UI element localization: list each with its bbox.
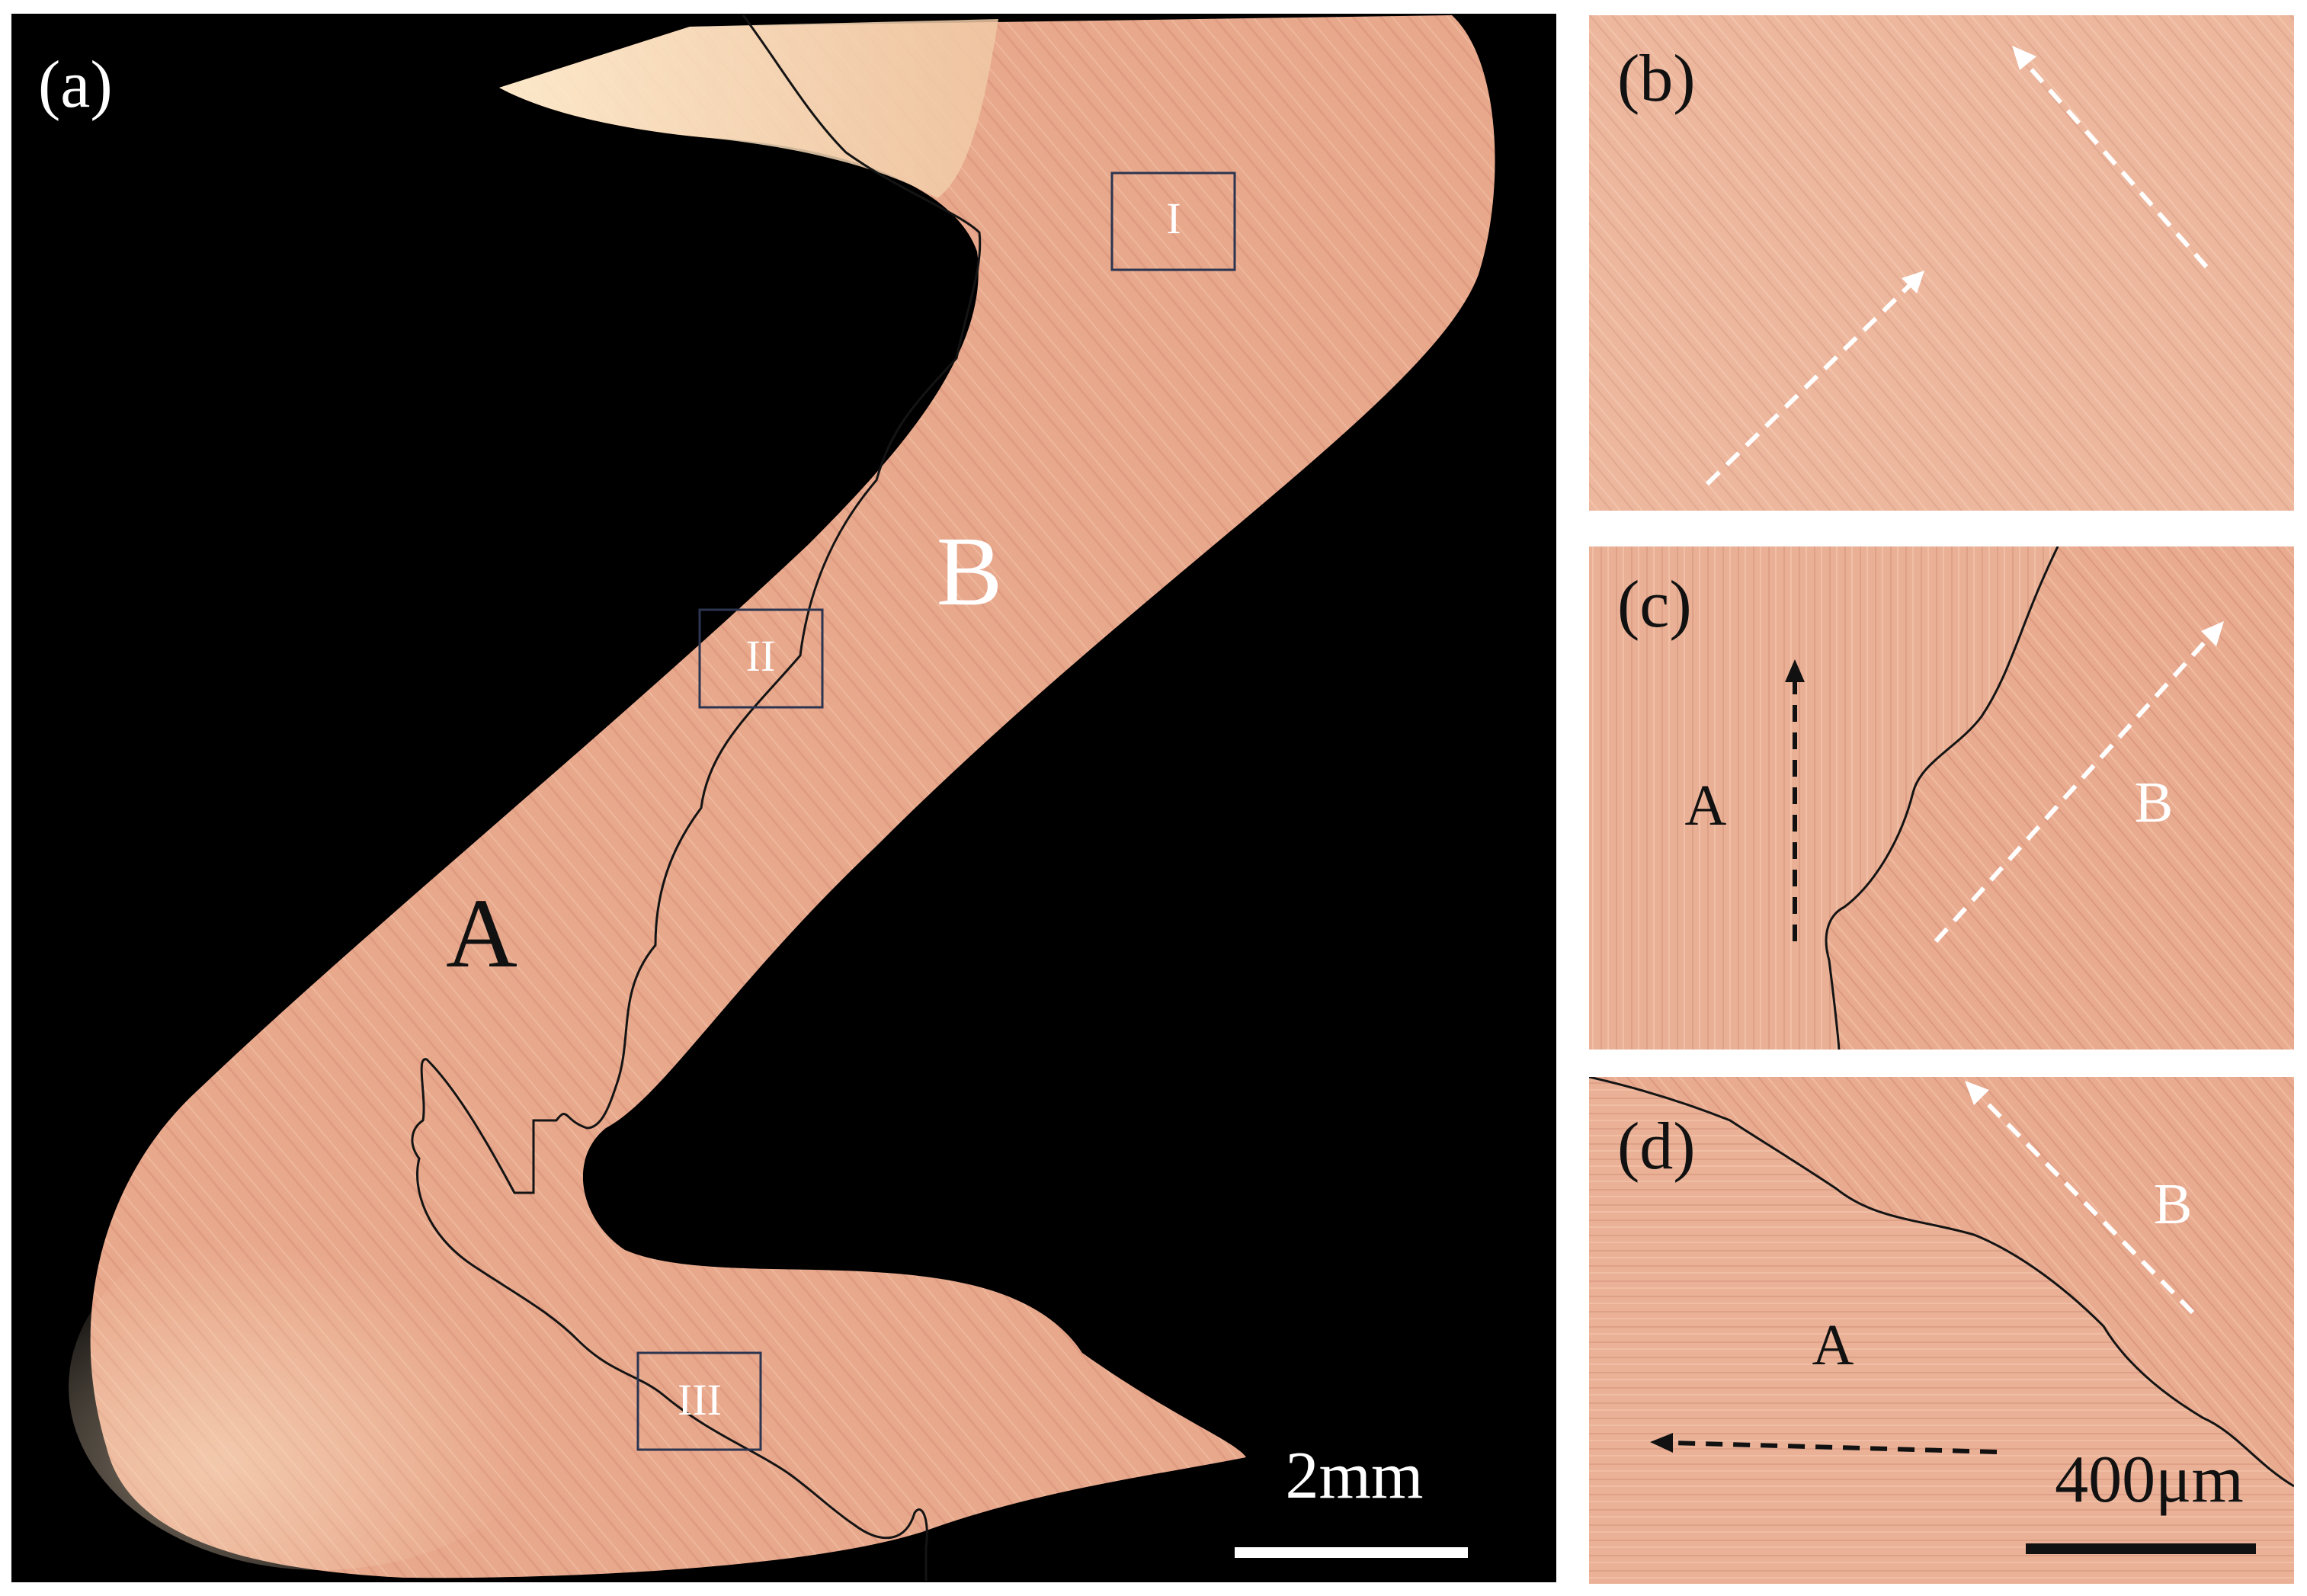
arrow-c-up-right	[1934, 621, 2224, 944]
scale-label-400um: 400μm	[2055, 1443, 2244, 1517]
panel-d-tag: (d)	[1617, 1110, 1696, 1184]
region-box-1-label: I	[1166, 194, 1181, 243]
region-label-a: A	[446, 879, 517, 989]
scale-label-2mm: 2mm	[1286, 1439, 1424, 1513]
grain-boundary-line	[411, 14, 982, 1581]
panel-c-region-a: A	[1685, 774, 1727, 838]
panel-d-region-a: A	[1812, 1313, 1854, 1377]
arrow-b-up-right	[1705, 271, 1924, 486]
arrow-b-up-left	[2012, 46, 2209, 268]
region-box-1	[1110, 171, 1236, 271]
arrow-d-left	[1650, 1433, 1998, 1454]
region-box-3	[636, 1351, 762, 1451]
scale-bar-2mm	[1235, 1547, 1468, 1558]
scale-bar-400um	[2026, 1543, 2256, 1554]
panel-b-background	[1589, 15, 2294, 511]
panel-c-tag: (c)	[1617, 568, 1692, 642]
panel-c: (c) A B	[1589, 546, 2294, 1050]
panel-c-region-b: B	[2135, 771, 2174, 835]
arrow-c-up	[1785, 659, 1805, 941]
panel-d: (d) A B 400μm	[1589, 1077, 2294, 1584]
panel-b-tag: (b)	[1617, 42, 1696, 116]
sample-cross-section	[90, 15, 1495, 1578]
panel-c-boundary	[1825, 546, 2059, 1050]
region-label-b: B	[937, 517, 1003, 627]
panel-d-region-b: B	[2154, 1172, 2193, 1236]
panel-d-boundary	[1589, 1077, 2294, 1488]
sample-tip-highlight	[499, 19, 998, 198]
arrow-d-up-left	[1965, 1081, 2195, 1315]
sample-lower-highlight	[69, 1204, 572, 1570]
panel-d-grain-b	[1589, 1077, 2294, 1486]
panel-a: I II III A B (a) 2mm	[11, 14, 1556, 1582]
panel-a-tag: (a)	[38, 48, 113, 122]
region-box-2	[698, 608, 824, 709]
region-box-2-label: II	[746, 631, 776, 681]
panel-b: (b)	[1589, 15, 2294, 511]
region-box-3-label: III	[678, 1375, 722, 1425]
